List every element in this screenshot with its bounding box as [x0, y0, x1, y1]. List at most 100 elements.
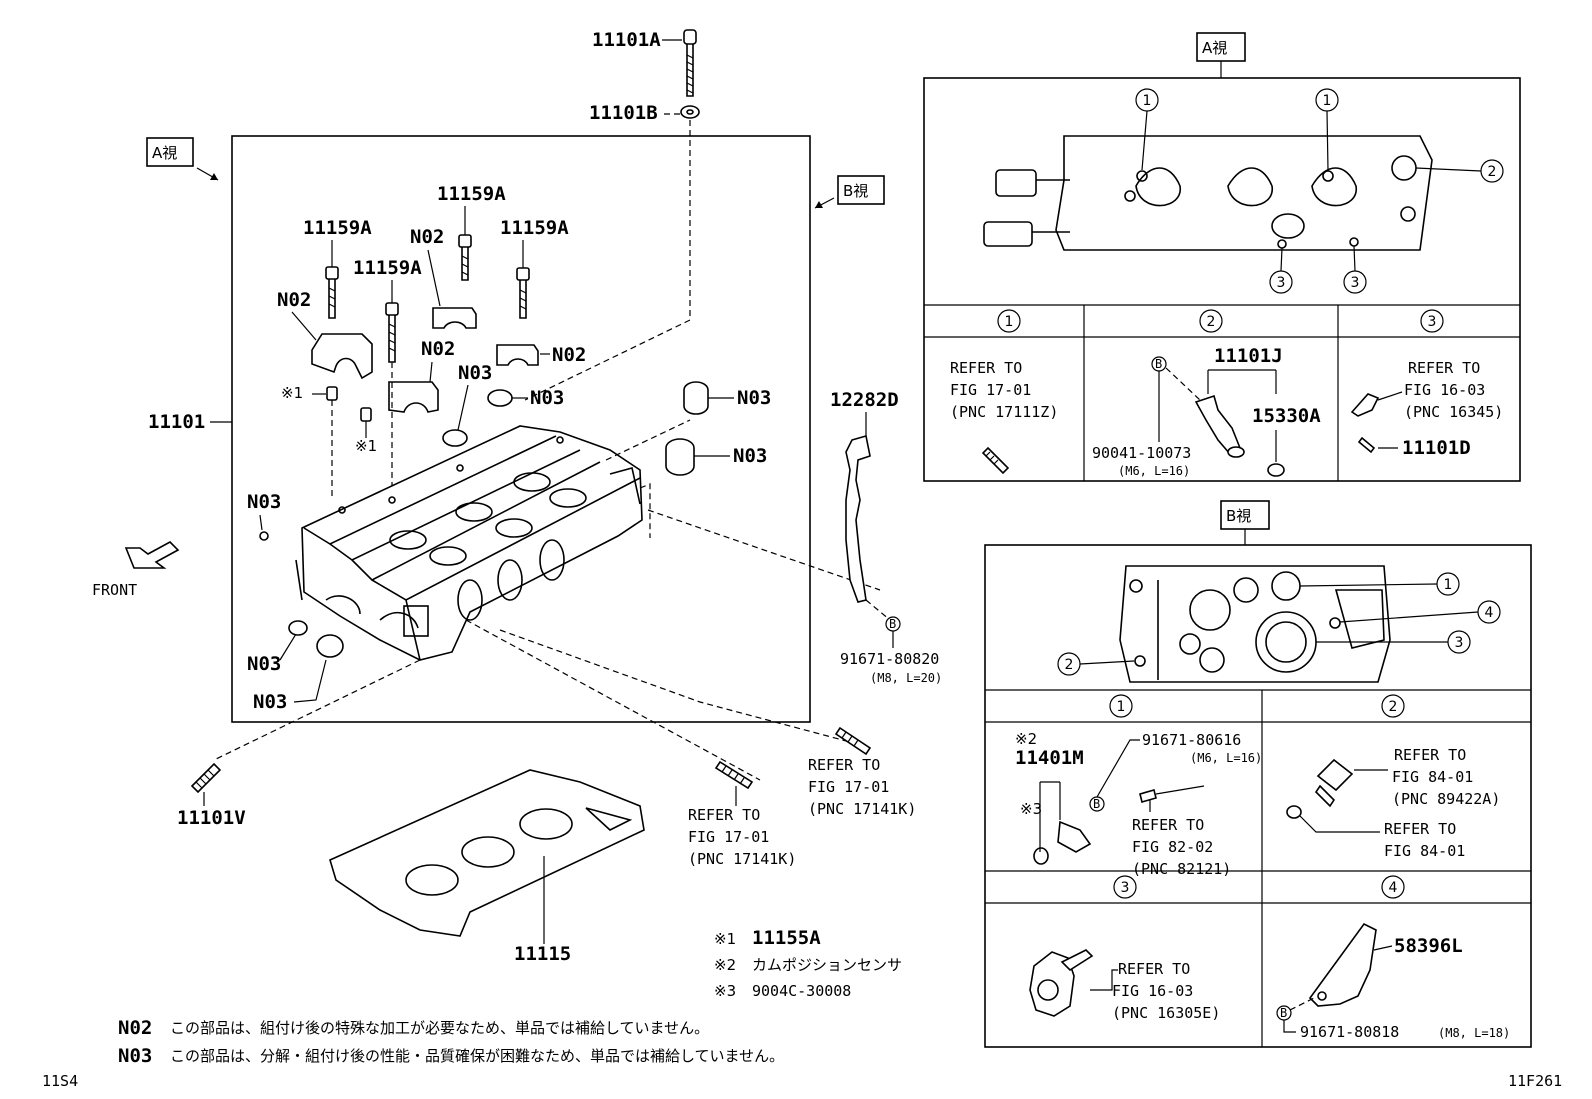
view-b-part-58396L: 58396L	[1394, 935, 1463, 957]
view-a-cell-1-line3: (PNC 17111Z)	[950, 403, 1058, 421]
bearing-caps	[291, 249, 550, 413]
label-N03-3: N03	[737, 387, 771, 409]
view-b-callout-1-text: 1	[1444, 577, 1453, 593]
view-a-cell-2-num-text: 2	[1207, 314, 1216, 330]
legend: ※1 11155A ※2 カムポジションセンサ ※3 9004C-30008	[714, 927, 902, 1000]
view-b-note2: ※2	[1015, 730, 1037, 748]
refer-stud-2-line1: REFER TO	[808, 756, 880, 774]
stud-refer-1	[714, 760, 754, 790]
label-N03-6: N03	[247, 653, 281, 675]
label-11101A: 11101A	[592, 29, 661, 51]
main-frame	[231, 135, 811, 723]
view-b-part-11401M: 11401M	[1015, 747, 1084, 769]
label-N02-2: N02	[410, 226, 444, 248]
cylinder-head	[295, 425, 643, 661]
view-b-panel: B視 1 4 3 2 1	[984, 500, 1532, 1048]
temperature-sensor	[1286, 758, 1354, 819]
view-b-title: B視	[1226, 507, 1251, 525]
label-11101B: 11101B	[589, 102, 658, 124]
view-b-cell-3-line1: REFER TO	[1118, 960, 1190, 978]
vvt-sensor-housing	[1029, 949, 1094, 1017]
view-b-cell-1-line3: (PNC 82121)	[1132, 860, 1231, 878]
label-91671-80820: 91671-80820	[840, 650, 939, 668]
label-N02-4: N02	[421, 338, 455, 360]
view-b-callout-3-text: 3	[1455, 635, 1464, 651]
view-b-cell-3-line2: FIG 16-03	[1112, 982, 1193, 1000]
note-n02-code: N02	[118, 1017, 152, 1039]
refer-stud-2-line3: (PNC 17141K)	[808, 800, 916, 818]
view-b-callout-2-text: 2	[1065, 657, 1074, 673]
seal-plug	[288, 620, 308, 636]
view-b-tag: B視	[814, 175, 885, 209]
b-marker-text: B	[889, 617, 896, 631]
seal-plug	[259, 531, 269, 541]
label-11101V: 11101V	[177, 807, 246, 829]
seal-plug	[316, 634, 344, 658]
main-exploded-view: A視 B視 11101A 11101B 11101 1115	[92, 29, 942, 965]
view-a-tag-text: A視	[152, 144, 177, 162]
view-a-cell-3-line2: FIG 16-03	[1404, 381, 1485, 399]
connector	[1139, 789, 1157, 803]
view-b-tag-text: B視	[843, 182, 868, 200]
label-N03-2: N03	[530, 387, 564, 409]
view-b-cell-3-num	[1113, 875, 1137, 899]
cam-position-sensor	[1033, 820, 1092, 865]
view-b-b-marker-2-text: B	[1280, 1006, 1287, 1020]
label-N03-7: N03	[253, 691, 287, 713]
view-a-panel: A視 1 1 2	[923, 32, 1521, 482]
label-11159A-1: 11159A	[303, 217, 372, 239]
label-12282D: 12282D	[830, 389, 899, 411]
view-b-cell-3-num-text: 3	[1121, 880, 1130, 896]
label-note1-a: ※1	[281, 384, 303, 402]
note-n03-text: この部品は、分解・組付け後の性能・品質確保が困難なため、単品では補給していません…	[170, 1047, 784, 1065]
view-a-title: A視	[1202, 39, 1227, 57]
view-a-part-15330A: 15330A	[1252, 405, 1321, 427]
label-N03-5: N03	[247, 491, 281, 513]
view-a-bolt-90041-10073: 90041-10073	[1092, 444, 1191, 462]
label-11115: 11115	[514, 943, 571, 965]
view-b-cell-1-num	[1109, 694, 1133, 718]
view-b-cell-1-num-text: 1	[1117, 699, 1126, 715]
view-b-head-drawing	[1119, 565, 1391, 683]
view-b-cell-3-line3: (PNC 16305E)	[1112, 1004, 1220, 1022]
footer-code-right: 11F261	[1508, 1072, 1562, 1090]
label-11159A-3: 11159A	[500, 217, 569, 239]
seal-plug	[487, 389, 513, 407]
cap-bolt	[325, 206, 530, 363]
view-a-cell-3-num	[1420, 309, 1444, 333]
seal-plug	[442, 429, 468, 447]
dowel-pin	[360, 407, 372, 422]
view-b-callout-4-text: 4	[1485, 605, 1494, 621]
view-a-cell-3-num-text: 3	[1428, 314, 1437, 330]
view-a-callout-1b-text: 1	[1323, 93, 1332, 109]
dowel-pin	[326, 386, 338, 401]
view-b-cell-4-num	[1381, 875, 1405, 899]
legend-text-2: カムポジションセンサ	[752, 956, 902, 974]
washer-11101B	[680, 105, 700, 119]
view-a-cell-1-num	[997, 309, 1021, 333]
view-a-cell-1-line2: FIG 17-01	[950, 381, 1031, 399]
view-b-cell-2b-line2: FIG 84-01	[1384, 842, 1465, 860]
label-N03-1: N03	[458, 362, 492, 384]
footnotes: N02 この部品は、組付け後の特殊な加工が必要なため、単品では補給していません。…	[118, 1017, 784, 1067]
note-n02-text: この部品は、組付け後の特殊な加工が必要なため、単品では補給していません。	[170, 1019, 709, 1037]
view-a-callout-3-text: 3	[1277, 275, 1286, 291]
label-N03-4: N03	[733, 445, 767, 467]
view-a-cell-1-line1: REFER TO	[950, 359, 1022, 377]
legend-mark-2: ※2	[714, 956, 736, 974]
view-a-head-drawing	[983, 135, 1433, 251]
view-a-part-11101D: 11101D	[1402, 437, 1471, 459]
view-b-cell-4-num-text: 4	[1389, 880, 1398, 896]
refer-stud-1-line2: FIG 17-01	[688, 828, 769, 846]
view-a-cell-1-stud	[981, 446, 1010, 475]
bracket-58396L	[1308, 922, 1377, 1007]
legend-text-3: 9004C-30008	[752, 982, 851, 1000]
stud-11101V	[190, 762, 222, 794]
legend-text-1: 11155A	[752, 927, 821, 949]
label-N02-3: N02	[552, 344, 586, 366]
legend-mark-3: ※3	[714, 982, 736, 1000]
view-a-b-marker-text: B	[1155, 357, 1162, 371]
label-91671-80820-spec: (M8, L=20)	[870, 671, 942, 685]
view-a-cell-3-line1: REFER TO	[1408, 359, 1480, 377]
